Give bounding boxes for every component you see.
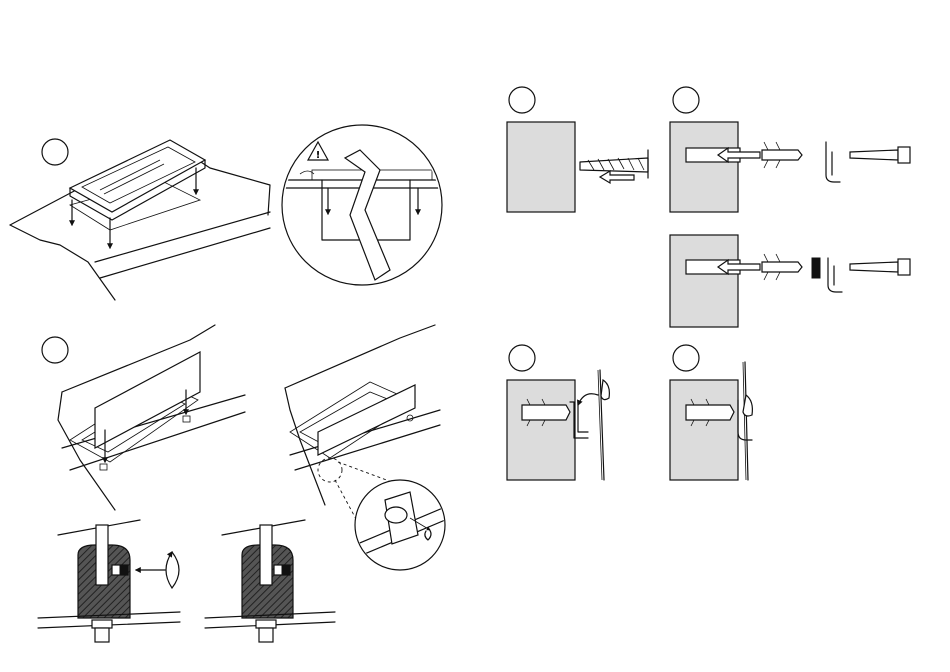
panel-insert-anchor-spacer — [670, 235, 910, 327]
panel-knob-section-left — [38, 520, 180, 642]
step-number-circle-d — [673, 345, 699, 371]
panel-insert-tray — [10, 139, 270, 300]
step-number-circle-1 — [42, 139, 68, 165]
svg-text:!: ! — [316, 150, 321, 161]
panel-hook-cable — [507, 345, 609, 480]
step-number-circle-2 — [42, 337, 68, 363]
panel-insert-anchor — [670, 87, 910, 212]
panel-detail-circle: ! — [282, 125, 442, 285]
detail-hinge-circle — [355, 480, 450, 570]
panel-fit-lid-left — [42, 325, 245, 510]
panel-cable-fixed — [670, 345, 752, 480]
step-number-circle-b — [673, 87, 699, 113]
panel-drill-hole — [507, 87, 648, 212]
step-number-circle-c — [509, 345, 535, 371]
rotate-arrow-icon — [166, 552, 179, 588]
panel-knob-section-right — [205, 520, 335, 642]
step-number-circle-a — [509, 87, 535, 113]
